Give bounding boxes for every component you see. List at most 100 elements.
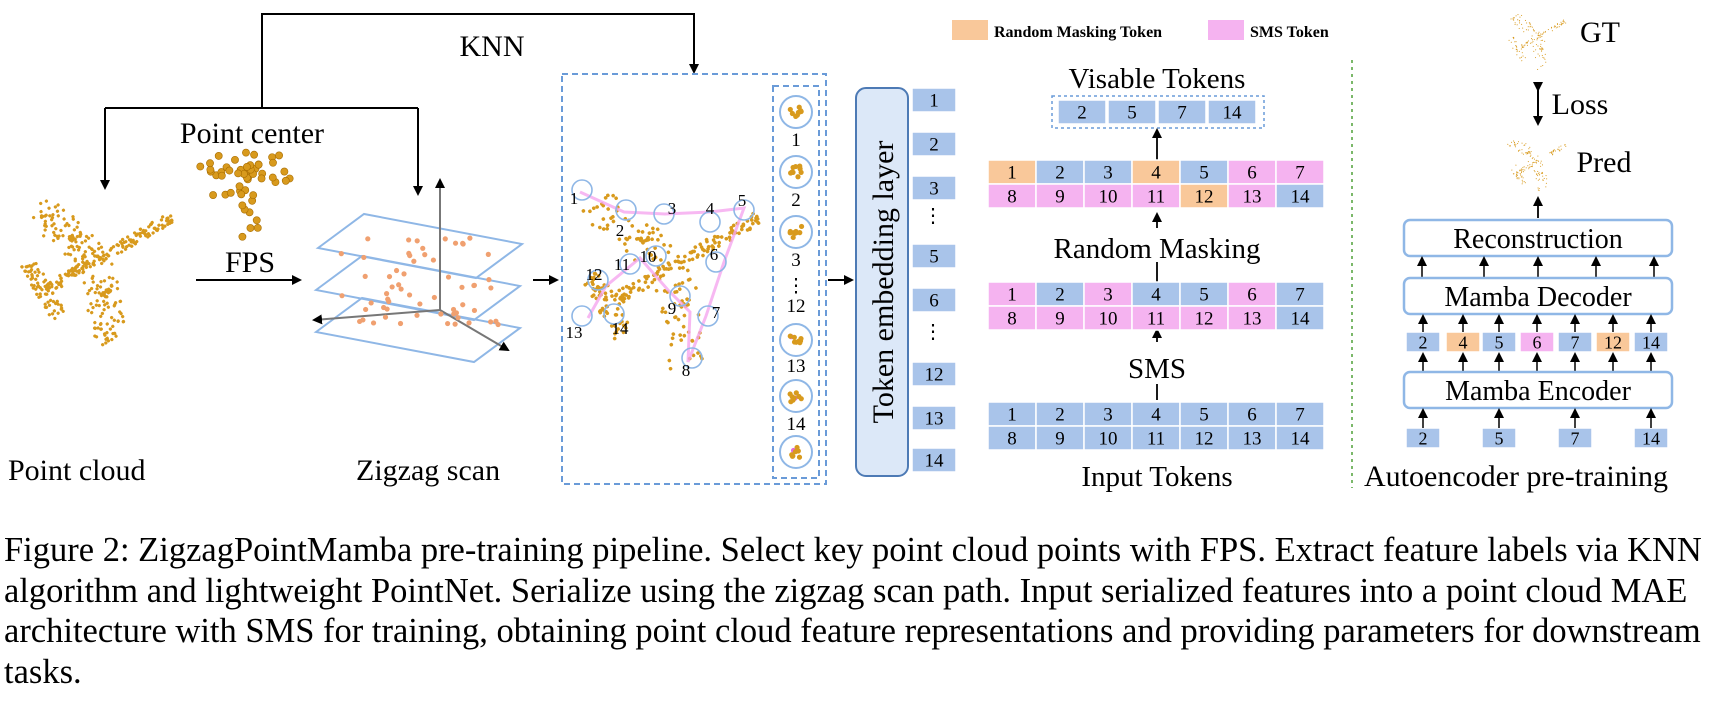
figure-caption: Figure 2: ZigzagPointMamba pre-training … <box>4 531 1702 691</box>
token-cell-label: 4 <box>1151 285 1161 306</box>
visible-token: 7 <box>1157 99 1207 125</box>
scan-number: 2 <box>616 221 625 240</box>
token-cell-box <box>1227 401 1277 427</box>
token-cell-box <box>1179 425 1229 451</box>
token-cell-label: 14 <box>1291 429 1311 450</box>
point-center-label: Point center <box>180 117 324 150</box>
patch-label: 12 <box>787 296 806 317</box>
token-cell-label: 8 <box>1007 309 1017 330</box>
token-cell-label: 1 <box>1007 163 1017 184</box>
token-cell-box <box>1179 401 1229 427</box>
token-cell-box <box>1275 401 1325 427</box>
token-cell: 8 <box>987 183 1037 209</box>
mamba-encoder-label: Mamba Encoder <box>1445 376 1631 407</box>
zigzag-scan-points <box>338 235 501 328</box>
patch-circle <box>699 211 721 233</box>
token-cell-label: 2 <box>1055 405 1065 426</box>
patch-label: 2 <box>791 190 801 211</box>
decoder-token-label: 6 <box>1533 332 1542 352</box>
token-cell-box <box>1227 425 1277 451</box>
patch-circle <box>733 199 755 221</box>
sms-label: SMS <box>1128 353 1186 385</box>
token-cell-label: 8 <box>1007 429 1017 450</box>
token-cell-label: 11 <box>1147 429 1165 450</box>
token-cell-box <box>1083 425 1133 451</box>
decoder-token-label: 4 <box>1459 332 1468 352</box>
zigzag-scan-label: Zigzag scan <box>356 454 501 487</box>
patch-circle <box>705 251 727 273</box>
patch-circle <box>603 303 625 325</box>
token-cell-box <box>1131 305 1181 331</box>
knn-patch-frame <box>561 73 827 485</box>
token-cell: 1 <box>987 281 1037 307</box>
visible-token-label: 2 <box>1077 103 1087 124</box>
token-cell-label: 12 <box>1195 429 1214 450</box>
token-cell-label: 6 <box>1247 405 1257 426</box>
encoder-token-label: 5 <box>1495 428 1504 448</box>
decoder-token-label: 7 <box>1571 332 1580 352</box>
visible-token-box <box>1207 99 1257 125</box>
token-cell: 3 <box>1083 281 1133 307</box>
embedding-token-box <box>911 287 957 313</box>
token-cell-label: 4 <box>1151 405 1161 426</box>
patch-label: ⋮ <box>787 276 806 297</box>
token-cell-label: 5 <box>1199 405 1209 426</box>
encoder-token-label: 7 <box>1571 428 1580 448</box>
embedding-token-box <box>911 405 957 431</box>
point-cloud-label: Point cloud <box>8 454 146 487</box>
scan-number: 9 <box>668 299 677 318</box>
token-cell: 6 <box>1227 159 1277 185</box>
token-cell: 2 <box>1035 159 1085 185</box>
patch-label: 14 <box>787 414 807 435</box>
encoder-token: 7 <box>1557 427 1593 449</box>
embedding-token-label: 12 <box>925 365 944 386</box>
encoder-token-label: 2 <box>1419 428 1428 448</box>
serialization-path <box>579 190 747 363</box>
patch-circle <box>681 347 703 369</box>
token-cell-box <box>1035 183 1085 209</box>
embedding-token-label: 2 <box>929 135 939 156</box>
fps-label: FPS <box>225 246 275 279</box>
decoder-to-reconstruction-arrows <box>1417 256 1659 278</box>
legend-random-masking-swatch <box>952 20 988 40</box>
token-cell: 13 <box>1227 183 1277 209</box>
patch-label: 1 <box>791 130 801 151</box>
token-cell-box <box>1131 425 1181 451</box>
token-cell-label: 10 <box>1099 309 1118 330</box>
token-embedding-layer-label: Token embedding layer <box>867 141 900 424</box>
decoder-token-label: 12 <box>1604 332 1622 352</box>
token-cell-box <box>1227 305 1277 331</box>
visible-token-label: 7 <box>1177 103 1187 124</box>
point-center-cluster <box>196 148 294 241</box>
token-cell: 1 <box>987 159 1037 185</box>
pred-label: Pred <box>1577 146 1632 179</box>
decoder-token: 4 <box>1445 331 1481 353</box>
token-cell: 2 <box>1035 401 1085 427</box>
legend: Random Masking Token SMS Token <box>952 20 1329 41</box>
token-cell: 9 <box>1035 425 1085 451</box>
token-cell: 7 <box>1275 401 1325 427</box>
token-cell-label: 12 <box>1195 309 1214 330</box>
zigzag-scan-axes <box>312 178 510 352</box>
token-cell: 8 <box>987 305 1037 331</box>
visable-tokens-label: Visable Tokens <box>1069 63 1246 95</box>
token-cell-box <box>987 305 1037 331</box>
scan-number: 8 <box>682 361 691 380</box>
token-cell: 11 <box>1131 425 1181 451</box>
token-cell: 6 <box>1227 281 1277 307</box>
token-cell: 7 <box>1275 159 1325 185</box>
patch-label: 3 <box>791 250 801 271</box>
token-cell: 5 <box>1179 401 1229 427</box>
token-cell: 13 <box>1227 305 1277 331</box>
patch-ball <box>779 155 813 189</box>
patch-circle <box>669 285 691 307</box>
token-cell-label: 6 <box>1247 285 1257 306</box>
gt-label: GT <box>1580 16 1620 49</box>
embedding-token-box <box>911 243 957 269</box>
